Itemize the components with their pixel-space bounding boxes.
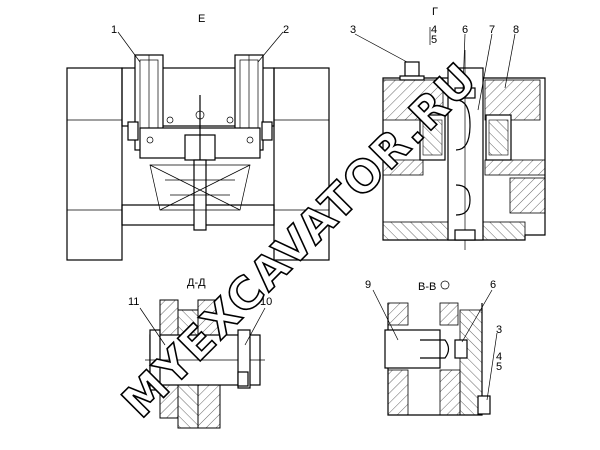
section-v-pin (384, 329, 441, 369)
bolt-top (404, 61, 420, 77)
callouts: 1 2 3 4 5 6 7 8 9 6 3 4 5 10 11 (111, 24, 519, 373)
callout-6: 6 (462, 24, 468, 36)
section-g: Г (354, 6, 546, 250)
left-track (66, 67, 123, 261)
right-track (273, 67, 330, 261)
section-d: Д-Д (139, 277, 266, 429)
callout-4-lower: 4 (496, 351, 502, 363)
rotate-view-icon (440, 280, 450, 290)
callout-10: 10 (260, 296, 272, 308)
callout-9: 9 (365, 279, 371, 291)
callout-5-lower: 5 (496, 361, 502, 373)
callout-8: 8 (513, 24, 519, 36)
section-d-title: Д-Д (187, 277, 206, 289)
callout-4: 4 (431, 24, 437, 36)
callout-3: 3 (350, 24, 356, 36)
callout-2: 2 (283, 24, 289, 36)
callout-3-lower: 3 (496, 324, 502, 336)
callout-11: 11 (128, 296, 139, 308)
callout-5: 5 (431, 34, 437, 46)
callout-1: 1 (111, 24, 117, 36)
section-g-title: Г (432, 6, 438, 18)
view-e-title: Е (198, 13, 205, 25)
bolt-bottom (477, 395, 491, 415)
view-e: Е (66, 13, 330, 261)
callout-6-lower: 6 (490, 279, 496, 291)
callout-7: 7 (489, 24, 495, 36)
section-v-title: В-В (418, 281, 436, 293)
section-v: В-В (372, 280, 498, 416)
